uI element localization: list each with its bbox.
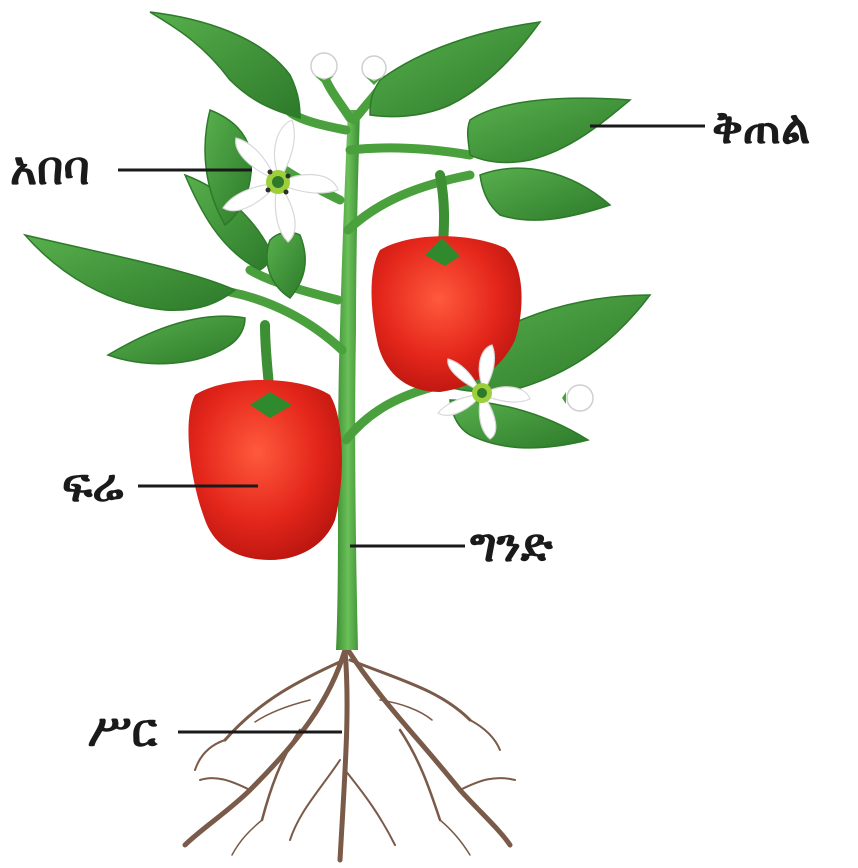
leaf (480, 168, 610, 220)
leaf (468, 98, 630, 162)
label-root: ሥር (88, 707, 157, 753)
leaf (450, 400, 588, 448)
main-stem (336, 110, 360, 650)
label-stem: ግንድ (470, 522, 553, 568)
leaf (108, 316, 245, 364)
leaf (370, 22, 540, 117)
leaf (25, 235, 235, 310)
leaves (25, 12, 650, 448)
fruit-lower (188, 380, 342, 560)
label-fruit: ፍሬ (62, 462, 123, 508)
label-leaf: ቅጠል (712, 104, 810, 150)
leaf (150, 12, 300, 118)
roots (185, 650, 515, 860)
label-flower: አበባ (10, 145, 90, 191)
